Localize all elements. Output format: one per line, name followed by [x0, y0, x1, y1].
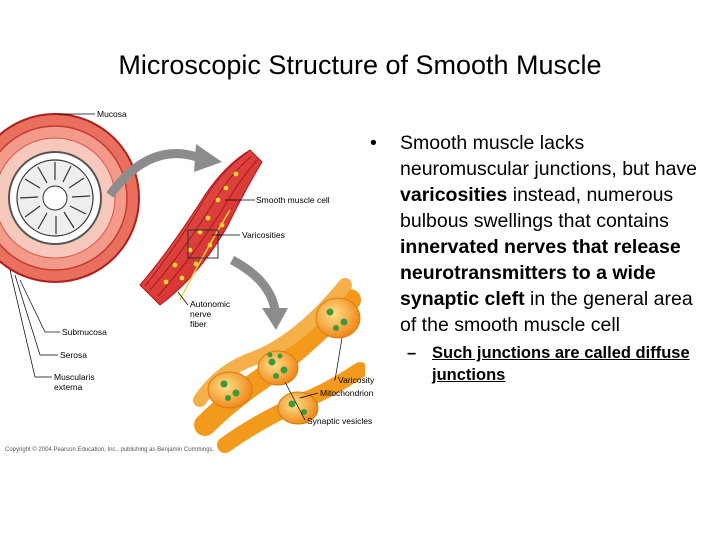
label-autonomic-3: fiber	[190, 319, 207, 329]
arrow-to-band-icon	[106, 144, 222, 198]
bullet-text-2: instead, numerous bulbous swellings that…	[400, 184, 674, 232]
smooth-muscle-figure: Mucosa Smooth muscle cell Varicosities A…	[0, 100, 374, 465]
bullet-bold-2: innervated nerves that release neurotran…	[400, 236, 681, 310]
arrow-to-detail-icon	[229, 256, 288, 330]
leader-lines	[9, 113, 343, 421]
bullet-text-3: in the general area of the smooth muscle…	[400, 288, 693, 336]
label-varicosity: Varicosity	[338, 375, 375, 385]
bullet-bold-1: varicosities	[400, 184, 508, 206]
bullet-text-1: Smooth muscle lacks neuromuscular juncti…	[400, 132, 698, 180]
bullet-marker: •	[370, 132, 377, 154]
label-serosa: Serosa	[60, 350, 87, 360]
smooth-muscle-illustration	[0, 113, 365, 453]
slide-title: Microscopic Structure of Smooth Muscle	[118, 50, 602, 80]
label-varicosities: Varicosities	[242, 230, 285, 240]
varicosity-detail	[193, 278, 365, 453]
bullet-list: • Smooth muscle lacks neuromuscular junc…	[370, 130, 710, 386]
tube-cross-section	[0, 113, 140, 283]
label-muscularis-2: externa	[54, 382, 83, 392]
sub-bullet-text: Such junctions are called diffuse juncti…	[432, 344, 690, 384]
bullet-item: • Smooth muscle lacks neuromuscular junc…	[370, 130, 710, 338]
label-mitochondrion: Mitochondrion	[320, 388, 374, 398]
label-mucosa: Mucosa	[97, 109, 127, 119]
label-synaptic-vesicles: Synaptic vesicles	[307, 416, 373, 426]
smooth-muscle-band	[139, 149, 263, 306]
label-submucosa: Submucosa	[62, 327, 107, 337]
label-autonomic-1: Autonomic	[190, 299, 231, 309]
sub-bullet-item: – Such junctions are called diffuse junc…	[370, 342, 710, 386]
label-autonomic-2: nerve	[190, 309, 212, 319]
sub-bullet-marker: –	[407, 344, 417, 362]
label-smooth-muscle-cell: Smooth muscle cell	[256, 195, 330, 205]
copyright-credit: Copyright © 2004 Pearson Education, Inc.…	[5, 447, 215, 453]
label-muscularis-1: Muscularis	[54, 372, 95, 382]
